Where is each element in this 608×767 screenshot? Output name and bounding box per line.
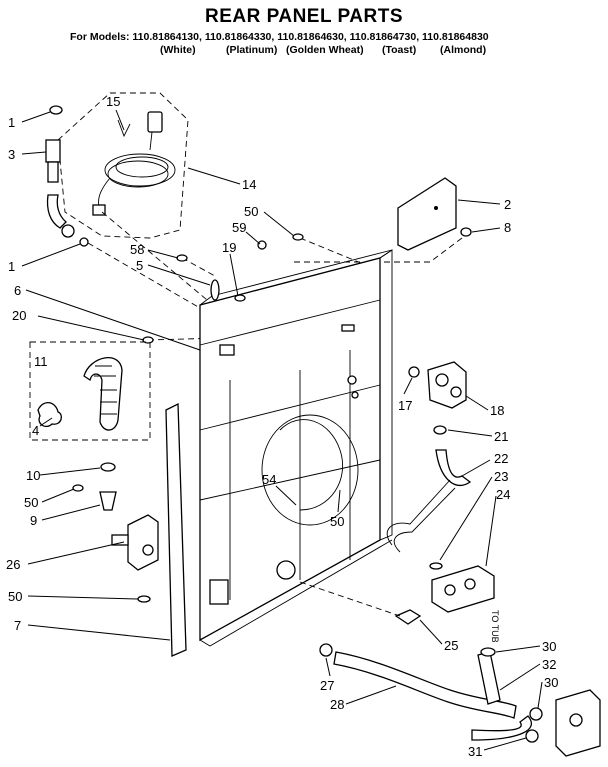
hose-22 [435,449,472,487]
screw-50b [137,595,151,603]
callout-20: 20 [12,308,26,323]
inlet-fitting [45,105,89,247]
color-almond: (Almond) [440,44,487,56]
clamp-27 [319,643,333,657]
callout-8: 8 [504,220,511,235]
callout-59: 59 [232,220,246,235]
callout-1a: 1 [8,115,15,130]
callout-21: 21 [494,429,508,444]
color-toast: (Toast) [382,44,417,56]
callout-4: 4 [32,423,39,438]
drain-hose [37,357,123,431]
filter-25 [394,609,422,625]
kit-outline [57,92,189,239]
callout-2: 2 [504,197,511,212]
clamp-31 [525,729,539,743]
hose-label: TO TUB [490,610,500,643]
callout-30a: 30 [542,639,556,654]
callout-15: 15 [106,94,120,109]
clamp-30b [529,707,543,721]
color-golden-wheat: (Golden Wheat) [286,44,364,56]
callout-17: 17 [398,398,412,413]
page-title: REAR PANEL PARTS [204,6,404,27]
callout-23: 23 [494,469,508,484]
callout-6: 6 [14,283,21,298]
color-platinum: (Platinum) [226,44,278,56]
callout-58: 58 [130,242,144,257]
mixing-valve-24 [431,565,495,613]
callout-31: 31 [468,744,482,759]
screw-8 [460,227,472,237]
callout-50d: 50 [330,514,344,529]
callout-14: 14 [242,177,256,192]
callout-54: 54 [262,472,276,487]
label-plate [397,177,457,251]
water-valve [408,361,467,435]
callout-22: 22 [494,451,508,466]
diagram-header: REAR PANEL PARTS For Models: 110.8186413… [0,0,608,62]
pump-26 [111,514,159,571]
callout-30b: 30 [544,675,558,690]
drain-fitting-9 [99,491,117,511]
drain-kit-outline [29,341,151,441]
callout-27: 27 [320,678,334,693]
callout-5: 5 [136,258,143,273]
callout-3: 3 [8,147,15,162]
hose-32 [477,651,501,705]
screws-top [142,233,304,344]
callout-26: 26 [6,557,20,572]
callout-11: 11 [34,354,48,369]
callout-18: 18 [490,403,504,418]
leader-lines [21,109,543,751]
models-line: For Models: 110.81864130, 110.81864330, … [70,31,489,43]
callout-28: 28 [330,697,344,712]
callout-10: 10 [26,468,40,483]
callout-24: 24 [496,487,510,502]
callout-32: 32 [542,657,556,672]
screw-50a [72,484,84,492]
clamp-10 [100,462,116,472]
side-rail [165,402,187,657]
callout-7: 7 [14,618,21,633]
hose-28 [333,651,517,719]
power-cord [92,111,176,216]
callout-50a: 50 [244,204,258,219]
clamp-30a [480,647,496,657]
callout-50c: 50 [8,589,22,604]
callout-25: 25 [444,638,458,653]
callout-1b: 1 [8,259,15,274]
clamp-23 [429,562,443,570]
callout-19: 19 [222,240,236,255]
color-white: (White) [160,44,196,56]
rear-panel [199,249,393,647]
callout-9: 9 [30,513,37,528]
callout-50b: 50 [24,495,38,510]
